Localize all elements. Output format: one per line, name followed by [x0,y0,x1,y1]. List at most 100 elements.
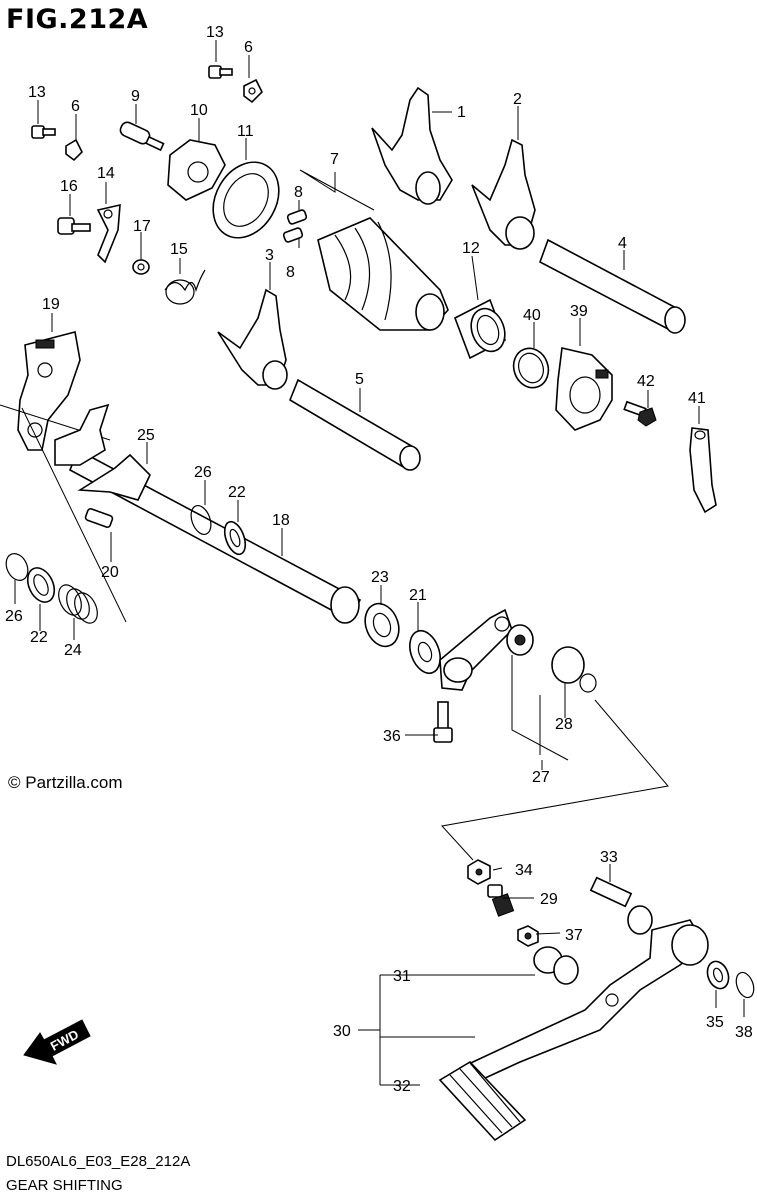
gear-position-sensor-39[interactable] [555,347,613,431]
callout-26: 26 [5,608,23,625]
callout-28: 28 [555,716,573,733]
callout-12: 12 [462,240,480,257]
callout-13-left: 13 [28,84,46,101]
fork-shaft-5[interactable] [289,378,421,471]
callout-7: 7 [330,151,339,168]
bolt-36[interactable] [433,701,453,743]
gearshift-arm-27[interactable] [439,608,513,691]
copyright-notice: © Partzilla.com [8,773,123,792]
callout-37: 37 [565,927,583,944]
callout-35: 35 [706,1014,724,1031]
callout-8-upper: 8 [294,184,303,201]
rod-end-28[interactable] [551,646,597,693]
nut-37[interactable] [517,925,539,947]
shift-fork-3[interactable] [217,288,288,390]
washer-21[interactable] [404,627,445,678]
diagram-caption: GEAR SHIFTING [6,1177,123,1194]
callout-13-upper: 13 [206,24,224,41]
callout-20: 20 [101,564,119,581]
washer-22-shaft[interactable] [221,519,250,557]
callout-26-shaft: 26 [194,464,212,481]
callout-31: 31 [393,968,411,985]
gear-shift-lever-30[interactable] [458,919,709,1087]
callout-3: 3 [265,247,274,264]
shift-shaft-18[interactable] [68,448,362,624]
callout-14: 14 [97,165,115,182]
callout-1: 1 [457,104,466,121]
callout-9: 9 [131,88,140,105]
cam-plate-10[interactable] [167,139,226,201]
shift-fork-1[interactable] [371,86,453,205]
callout-24: 24 [64,642,82,659]
callout-8-lower: 8 [286,264,295,281]
callout-42: 42 [637,373,655,390]
rubber-31[interactable] [533,946,579,985]
callout-17: 17 [133,218,151,235]
bolt-16[interactable] [57,217,91,235]
callout-4: 4 [618,235,627,252]
callout-34: 34 [515,862,533,879]
callout-33: 33 [600,849,618,866]
callout-10: 10 [190,102,208,119]
clamp-41[interactable] [689,427,717,514]
callout-41: 41 [688,390,706,407]
bolt-33[interactable] [589,876,653,935]
pin-8-lower[interactable] [282,227,304,243]
callout-6-left: 6 [71,98,80,115]
callout-11: 11 [237,123,254,140]
callout-6-upper: 6 [244,39,253,56]
callout-22-shaft: 22 [228,484,246,501]
callout-40: 40 [523,307,541,324]
washer-6-upper[interactable] [243,78,263,104]
o-ring-40[interactable] [508,343,554,392]
washer-35[interactable] [704,958,732,991]
bolt-13-left[interactable] [31,125,56,139]
model-code: DL650AL6_E03_E28_212A [6,1153,191,1170]
needle-bearing-12[interactable] [454,298,511,360]
oil-seal-23[interactable] [359,599,404,651]
callout-5: 5 [355,371,364,388]
nut-34[interactable] [467,859,491,885]
bearing-11[interactable] [200,150,292,249]
fork-shaft-4[interactable] [539,238,686,334]
shift-lever-25[interactable] [54,403,151,501]
pin-8-upper[interactable] [286,209,308,225]
stopper-14[interactable] [96,203,121,264]
callout-27: 27 [532,769,550,786]
callout-29: 29 [540,891,558,908]
shift-drum-7[interactable] [317,217,449,331]
callout-30: 30 [333,1023,351,1040]
footpeg-rubber-32[interactable] [438,1060,527,1142]
circlip-38[interactable] [733,970,757,1000]
circlip-26[interactable] [2,550,32,584]
bolt-29[interactable] [487,884,515,917]
callout-32: 32 [393,1078,411,1095]
washer-6-left[interactable] [65,138,83,162]
bolt-13-upper[interactable] [208,65,233,79]
figure-title: FIG.212A [6,4,149,35]
callout-36: 36 [383,728,401,745]
spring-24[interactable] [54,581,102,626]
callout-21: 21 [409,587,427,604]
callout-22: 22 [30,629,48,646]
spring-15[interactable] [164,269,206,305]
callout-18: 18 [272,512,290,529]
callout-16: 16 [60,178,78,195]
shift-arm-bracket-19[interactable] [17,331,81,451]
callout-2: 2 [513,91,522,108]
callout-25: 25 [137,427,155,444]
callout-39: 39 [570,303,588,320]
rod-end-27[interactable] [506,624,534,656]
callout-19: 19 [42,296,60,313]
pin-9[interactable] [118,120,165,152]
callout-23: 23 [371,569,389,586]
bolt-42[interactable] [623,400,657,427]
callout-38: 38 [735,1024,753,1041]
washer-22[interactable] [23,564,60,607]
callout-15: 15 [170,241,188,258]
shift-fork-2[interactable] [471,138,536,250]
circlip-26-shaft[interactable] [187,503,214,537]
washer-17[interactable] [132,259,150,275]
stud-20[interactable] [84,507,114,529]
